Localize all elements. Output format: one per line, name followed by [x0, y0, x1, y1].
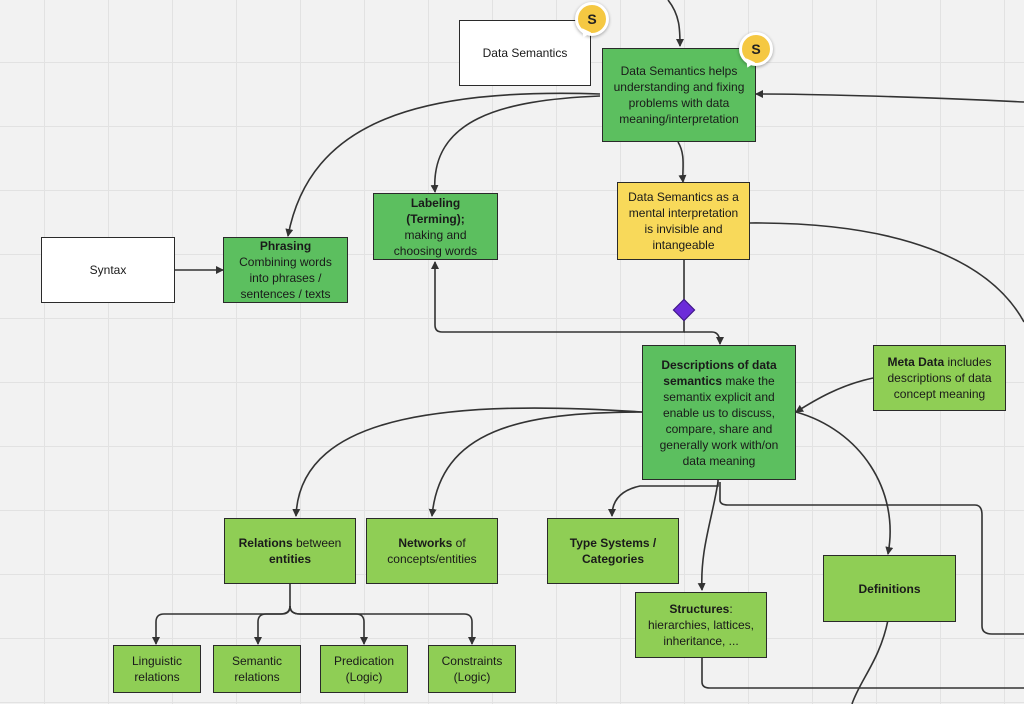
edge-desc-to-relations — [292, 407, 643, 517]
semantic-relations-node[interactable]: Semantic relations — [213, 645, 301, 693]
networks-node[interactable]: Networks of concepts/entities — [366, 518, 498, 584]
user-avatar-2[interactable]: S — [739, 32, 773, 66]
avatar-initial: S — [751, 41, 761, 57]
semantic-relations-text: Semantic relations — [231, 654, 283, 684]
edge-desc-right — [719, 482, 1024, 635]
edge-diamond-to-labeling — [431, 261, 685, 333]
data-semantics-main-node[interactable]: Data Semantics helps understanding and f… — [602, 48, 756, 142]
phrasing-text: Combining words into phrases / sentences… — [239, 255, 332, 301]
edge-metadata-to-descriptions — [795, 377, 874, 413]
labeling-text: making and choosing words — [393, 227, 478, 258]
edge-main-to-phrasing — [285, 92, 601, 237]
structures-text: : hierarchies, lattices, inheritance, ..… — [647, 602, 755, 648]
labeling-node[interactable]: Labeling (Terming); making and choosing … — [373, 193, 498, 260]
edge-structures-down — [701, 658, 1024, 689]
type-systems-text: Type Systems / Categories — [569, 536, 657, 566]
phrasing-title: Phrasing — [259, 239, 312, 253]
structures-node[interactable]: Structures: hierarchies, lattices, inher… — [635, 592, 767, 658]
phrasing-node[interactable]: Phrasing Combining words into phrases / … — [223, 237, 348, 303]
edge-desc-to-types — [608, 480, 719, 517]
networks-title: Networks — [398, 536, 453, 550]
syntax-node[interactable]: Syntax — [41, 237, 175, 303]
relations-title: Relations — [238, 536, 293, 550]
edge-desc-to-structures — [697, 481, 719, 591]
edge-main-to-labeling — [430, 95, 601, 193]
labeling-title: Labeling (Terming); — [406, 195, 465, 226]
edge-relations-semantic — [254, 605, 291, 645]
descriptions-title: Descriptions of data semantics — [661, 357, 777, 388]
structures-title: Structures — [669, 602, 730, 616]
definitions-node[interactable]: Definitions — [823, 555, 956, 622]
edge-top-to-main — [667, 0, 684, 47]
edge-desc-to-definitions — [795, 411, 894, 555]
user-avatar-1[interactable]: S — [575, 2, 609, 36]
edge-right-to-main — [755, 90, 1024, 103]
networks-text: of concepts/entities — [387, 536, 477, 566]
relations-node[interactable]: Relations between entities — [224, 518, 356, 584]
metadata-title: Meta Data — [887, 355, 945, 369]
data-semantics-main-text: Data Semantics helps understanding and f… — [613, 64, 745, 126]
data-semantics-label-text: Data Semantics — [482, 46, 568, 60]
metadata-node[interactable]: Meta Data includes descriptions of data … — [873, 345, 1006, 411]
edge-relations-constraints — [289, 605, 476, 645]
definitions-text: Definitions — [858, 581, 921, 596]
edge-definitions-down — [851, 619, 889, 704]
avatar-initial: S — [587, 11, 597, 27]
edge-diamond-to-descriptions — [684, 331, 724, 345]
linguistic-relations-text: Linguistic relations — [131, 654, 183, 684]
metadata-text: includes descriptions of data concept me… — [887, 355, 992, 401]
descriptions-node[interactable]: Descriptions of data semantics make the … — [642, 345, 796, 480]
type-systems-node[interactable]: Type Systems / Categories — [547, 518, 679, 584]
syntax-text: Syntax — [89, 263, 127, 277]
edge-main-to-mental — [677, 141, 687, 183]
relations-mid: between — [292, 536, 342, 550]
linguistic-relations-node[interactable]: Linguistic relations — [113, 645, 201, 693]
constraints-node[interactable]: Constraints (Logic) — [428, 645, 516, 693]
predication-node[interactable]: Predication (Logic) — [320, 645, 408, 693]
edge-desc-to-networks — [428, 411, 643, 517]
mental-interpretation-node[interactable]: Data Semantics as a mental interpretatio… — [617, 182, 750, 260]
relations-entities: entities — [268, 552, 311, 566]
mental-interpretation-text: Data Semantics as a mental interpretatio… — [628, 190, 739, 252]
predication-text: Predication (Logic) — [333, 654, 395, 684]
edge-relations-predication — [289, 605, 368, 645]
edge-mental-right — [749, 222, 1024, 323]
descriptions-text: make the semantix explicit and enable us… — [659, 373, 779, 468]
data-semantics-label-node[interactable]: Data Semantics — [459, 20, 591, 86]
constraints-text: Constraints (Logic) — [441, 654, 503, 684]
